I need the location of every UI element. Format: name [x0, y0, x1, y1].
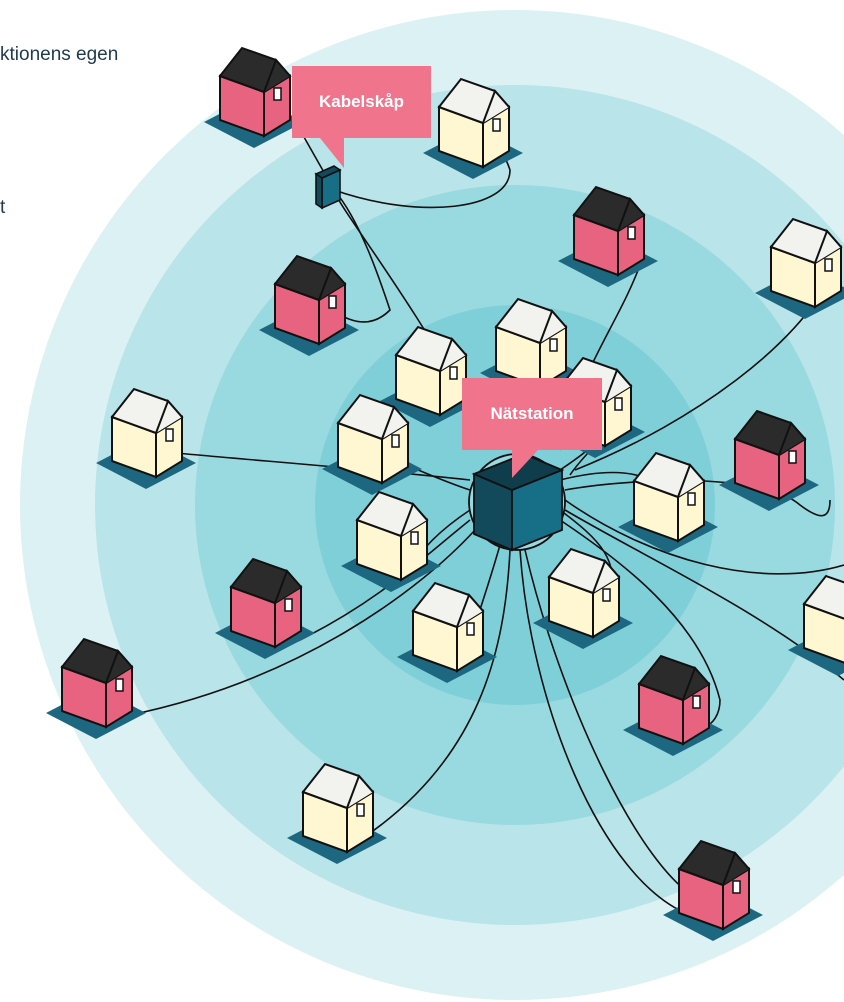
intro-text-fragment: ktionens egen	[0, 44, 119, 65]
callout-cabinet-bubble	[292, 66, 431, 168]
cable-cabinet	[314, 165, 342, 210]
callout-substation-bubble	[462, 378, 602, 478]
cable-cabinet-label: Kabelskåp	[318, 92, 405, 111]
substation	[468, 453, 566, 552]
substation-label: Nätstation	[490, 404, 574, 423]
intro-text-fragment-2: t	[0, 197, 6, 218]
